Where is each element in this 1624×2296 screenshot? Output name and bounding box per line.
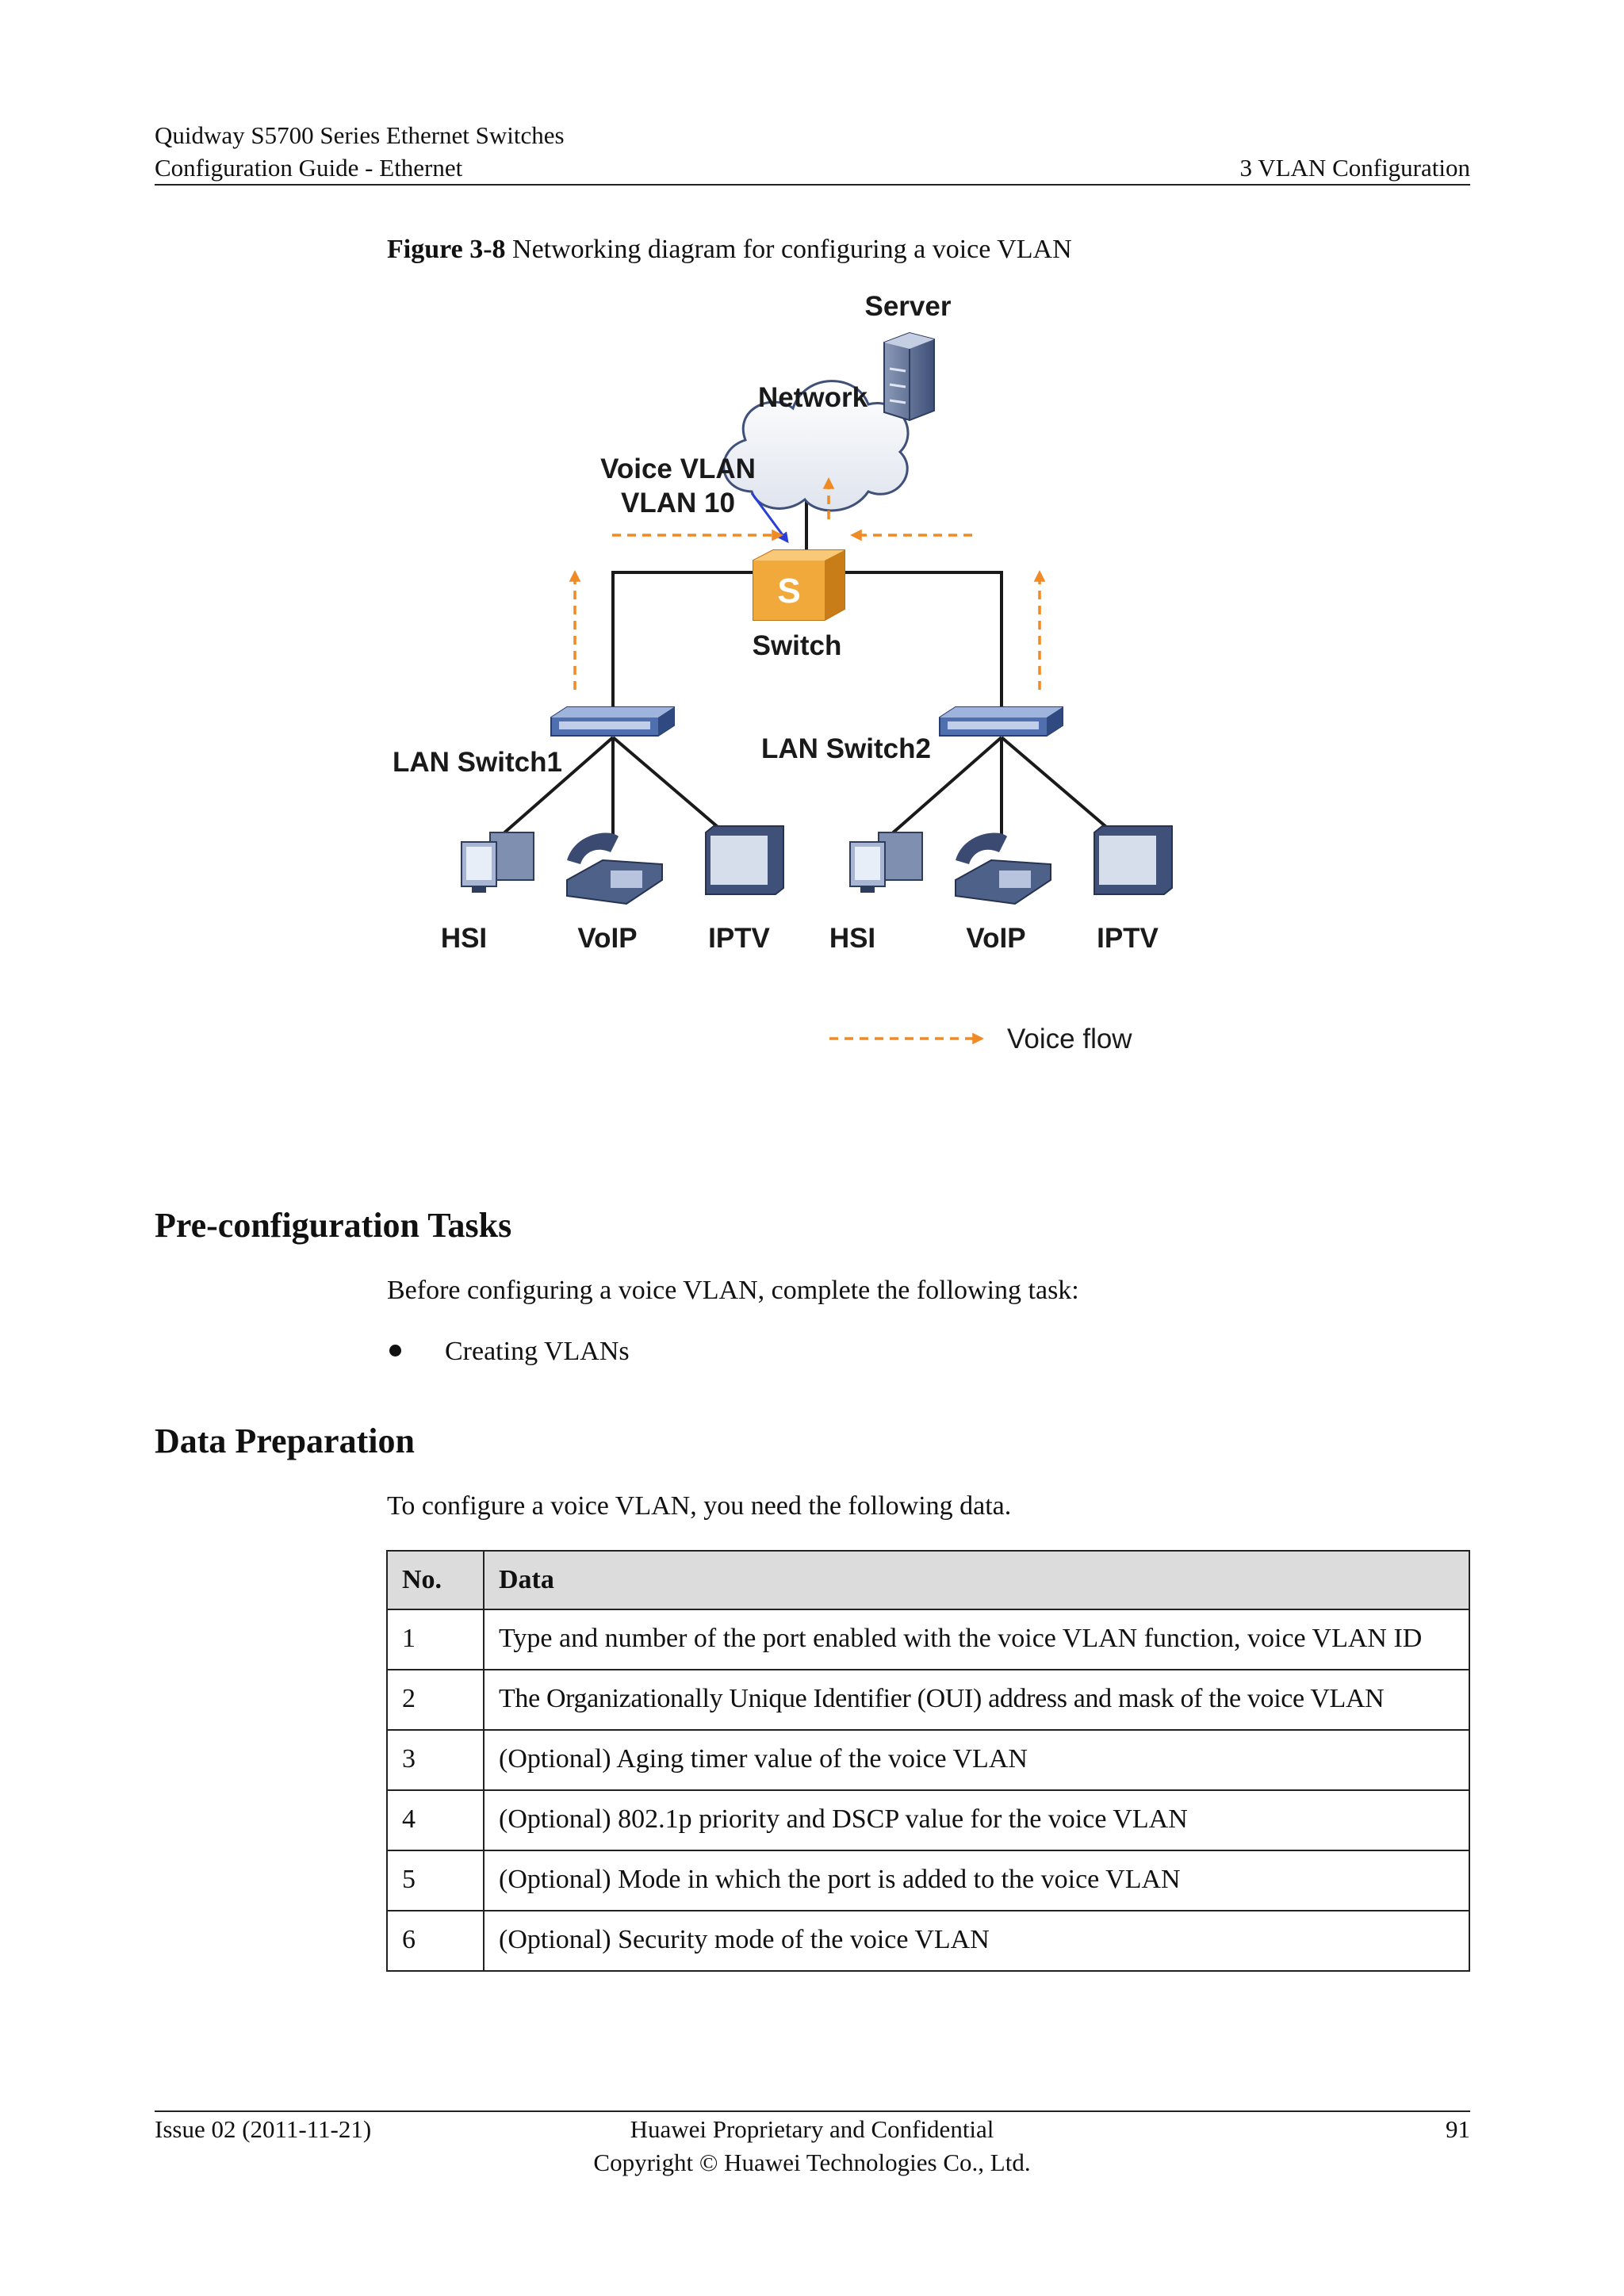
server-icon [883,331,935,422]
header-chapter: 3 VLAN Configuration [1239,154,1470,182]
column-header-data: Data [483,1550,1470,1610]
vlan-id-label: VLAN 10 [621,488,735,519]
device-labels: HSI VoIP IPTV HSI VoIP IPTV [441,923,1159,954]
network-label: Network [758,382,868,413]
device-label: HSI [441,923,487,954]
device-label: VoIP [577,923,637,954]
footer-confidential: Huawei Proprietary and Confidential [630,2115,994,2143]
table-cell-no: 1 [386,1609,485,1670]
preconfig-bullet: Creating VLANs [445,1337,630,1366]
lan-switch2-icon [939,706,1063,737]
device-label: HSI [829,923,875,954]
switch-label: Switch [753,630,842,661]
hsi-pc-icon [849,832,923,893]
table-row: 6 (Optional) Security mode of the voice … [386,1910,1470,1972]
column-header-no: No. [386,1550,485,1610]
header-rule [155,184,1470,186]
table-row: 3 (Optional) Aging timer value of the vo… [386,1729,1470,1791]
lan-switch1-label: LAN Switch1 [393,747,562,778]
lan-switch2-label: LAN Switch2 [761,733,931,764]
figure-caption-text: Networking diagram for configuring a voi… [512,235,1072,264]
figure-caption: Figure 3-8 Networking diagram for config… [387,232,1072,267]
footer-issue: Issue 02 (2011-11-21) [155,2115,372,2143]
network-cloud: Network [722,380,910,512]
section-title-data-prep: Data Preparation [155,1422,415,1460]
iptv-tv-icon [705,825,784,895]
core-switch-icon: S [753,549,845,621]
data-prep-intro: To configure a voice VLAN, you need the … [387,1491,1012,1521]
preconfig-intro: Before configuring a voice VLAN, complet… [387,1276,1079,1305]
footer-page-number: 91 [1446,2115,1470,2143]
header-guide: Configuration Guide - Ethernet [155,154,463,182]
table-row: 4 (Optional) 802.1p priority and DSCP va… [386,1789,1470,1851]
hsi-pc-icon [461,832,534,893]
iptv-tv-icon [1094,825,1173,895]
table-cell-no: 4 [386,1789,485,1851]
figure-number: Figure 3-8 [387,235,506,264]
voip-phone-icon [566,832,663,905]
table-cell-data: (Optional) Mode in which the port is add… [483,1850,1470,1911]
legend-voice-flow: Voice flow [829,1024,1132,1054]
network-links [494,440,1124,842]
footer-copyright: Copyright © Huawei Technologies Co., Ltd… [593,2149,1031,2176]
voice-vlan-label: Voice VLAN [600,453,756,484]
table-header-row: No. Data [386,1550,1470,1610]
table-row: 1 Type and number of the port enabled wi… [386,1609,1470,1670]
header-product: Quidway S5700 Series Ethernet Switches [155,121,565,149]
table-cell-no: 2 [386,1669,485,1731]
lan-switch1-icon [550,706,675,737]
device-label: IPTV [708,923,770,954]
section-title-preconfig: Pre-configuration Tasks [155,1206,512,1245]
table-row: 5 (Optional) Mode in which the port is a… [386,1850,1470,1911]
bullet-dot-icon [389,1345,401,1357]
voip-phone-icon [955,832,1051,905]
table-cell-data: The Organizationally Unique Identifier (… [483,1669,1470,1731]
voice-flow-arrows [569,477,1046,690]
device-label: VoIP [966,923,1025,954]
server-label: Server [865,291,952,322]
table-cell-no: 5 [386,1850,485,1911]
table-cell-no: 6 [386,1910,485,1972]
legend-label: Voice flow [1007,1024,1132,1054]
switch-badge: S [777,572,800,610]
table-cell-data: (Optional) Aging timer value of the voic… [483,1729,1470,1791]
footer-rule [155,2110,1470,2112]
network-diagram: Network Server Voice VLAN VLAN 10 S Swit… [393,291,1173,1054]
table-cell-data: Type and number of the port enabled with… [483,1609,1470,1670]
table-cell-data: (Optional) 802.1p priority and DSCP valu… [483,1789,1470,1851]
table-cell-no: 3 [386,1729,485,1791]
table-row: 2 The Organizationally Unique Identifier… [386,1669,1470,1731]
table-cell-data: (Optional) Security mode of the voice VL… [483,1910,1470,1972]
device-label: IPTV [1097,923,1159,954]
data-table: No. Data 1 Type and number of the port e… [386,1550,1470,1972]
